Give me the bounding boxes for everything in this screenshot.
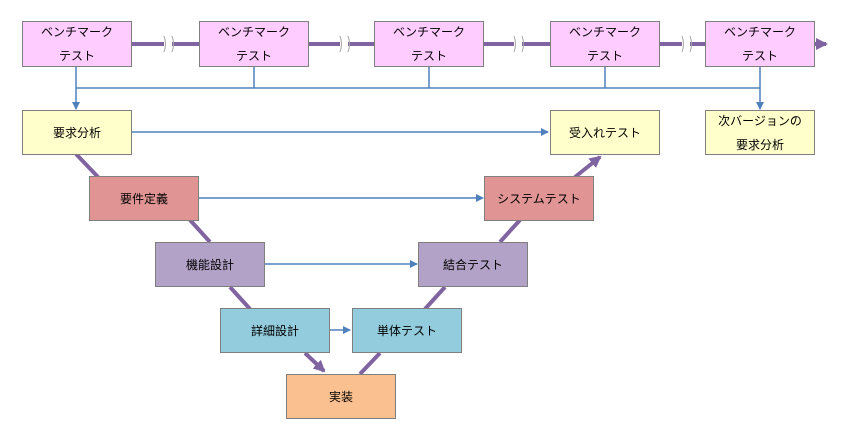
benchmark-test-label: ベンチマーク テスト <box>217 25 290 63</box>
unit-test-box: 単体テスト <box>352 308 462 353</box>
acceptance-test-box: 受入れテスト <box>550 110 660 155</box>
benchmark-test-label: ベンチマーク テスト <box>40 25 113 63</box>
benchmark-test-box-2: ベンチマーク テスト <box>199 21 309 67</box>
benchmark-test-box-5: ベンチマーク テスト <box>705 21 815 67</box>
benchmark-test-label: ベンチマーク テスト <box>568 25 641 63</box>
system-test-box: システムテスト <box>484 176 594 221</box>
benchmark-test-box-3: ベンチマーク テスト <box>374 21 484 67</box>
functional-design-box: 機能設計 <box>155 242 265 287</box>
requirements-definition-box: 要件定義 <box>89 176 199 221</box>
next-version-analysis-box: 次バージョンの 要求分析 <box>705 110 815 155</box>
blue-connectors <box>72 67 764 334</box>
benchmark-test-label: ベンチマーク テスト <box>723 25 796 63</box>
benchmark-test-box-4: ベンチマーク テスト <box>550 21 660 67</box>
timeline-break-marks <box>163 35 692 53</box>
benchmark-test-box-1: ベンチマーク テスト <box>22 21 132 67</box>
benchmark-test-label: ベンチマーク テスト <box>392 25 465 63</box>
detailed-design-box: 詳細設計 <box>220 308 330 353</box>
requirements-analysis-box: 要求分析 <box>22 110 132 155</box>
integration-test-box: 結合テスト <box>418 242 528 287</box>
implementation-box: 実装 <box>286 374 396 419</box>
v-line <box>74 152 602 376</box>
